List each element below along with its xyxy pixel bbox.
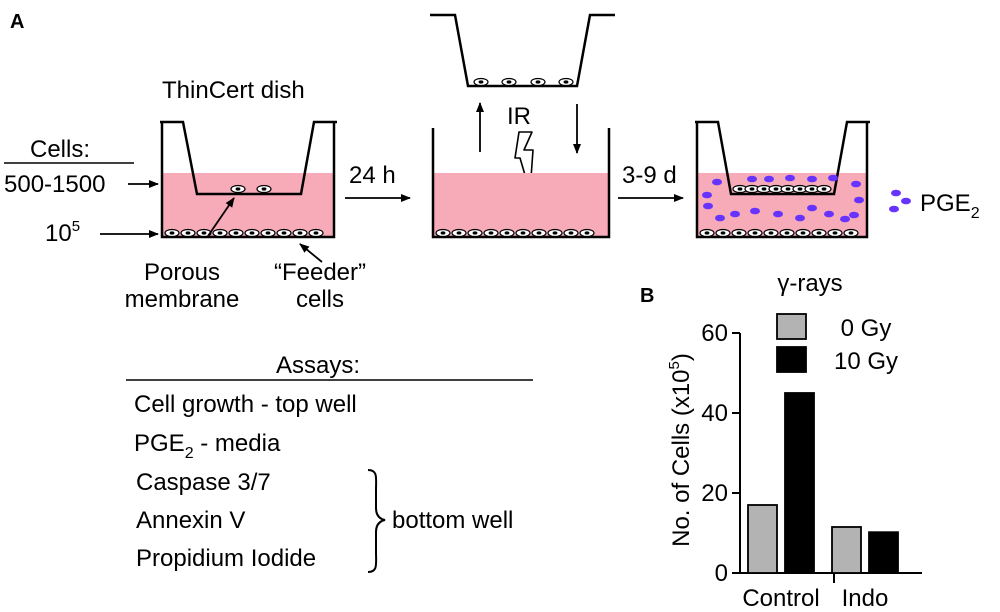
pge2-legend-dots [889,189,911,213]
feeder-label-2: cells [296,286,344,313]
y-tick-label: 40 [701,400,728,427]
ir-label: IR [507,103,531,130]
bar-indo-0-gy [831,526,862,574]
bar-control-10-gy [784,392,815,574]
assay-cell-growth: Cell growth - top well [134,391,357,418]
top-cell-count: 500-1500 [4,171,105,198]
media-3 [697,173,867,237]
bar-control-0-gy [747,504,778,574]
media-2 [433,173,609,237]
y-axis-label: No. of Cells (x105) [666,353,695,547]
bottom-cell-count: 105 [45,218,80,247]
legend-swatch-0-gy [776,313,807,340]
chart-title: γ-rays [777,270,842,297]
legend-swatch-10-gy [776,346,807,373]
x-tick-label-indo: Indo [842,585,889,612]
confluent-insert-cells [732,184,832,194]
legend-label-0-gy: 0 Gy [841,315,892,342]
pge2-dots [702,174,864,223]
panel-b-label: B [640,285,654,307]
assay-caspase: Caspase 3/7 [136,469,271,496]
assay-annexin: Annexin V [136,507,245,534]
assay-propidium: Propidium Iodide [136,545,316,572]
bottom-well-2 [431,128,611,239]
bracket-label: bottom well [392,507,513,534]
bottom-well-bracket [367,469,386,573]
pge2-label: PGE2 [920,190,980,222]
thincert-dish-3 [695,120,870,239]
feeder-label-1: “Feeder” [274,259,366,286]
feeder-cells-arrow [299,243,323,263]
porous-label-1: Porous [144,259,220,286]
bar-indo-10-gy [868,531,899,574]
step1-label: 24 h [349,162,396,189]
assays-title: Assays: [276,352,360,379]
panel-a-label: A [10,11,24,33]
step2-label: 3-9 d [622,162,677,189]
thincert-dish-1 [160,120,337,239]
y-tick-label: 20 [701,480,728,507]
x-tick-label-control: Control [742,585,819,612]
legend-label-10-gy: 10 Gy [834,348,898,375]
porous-membrane-arrow [207,197,235,237]
porous-label-2: membrane [125,286,240,313]
y-tick-label: 0 [715,560,728,587]
assay-pge2: PGE2 - media [134,430,281,462]
lifted-insert [430,13,615,88]
dish-title: ThinCert dish [162,77,305,104]
media-1 [162,173,334,237]
cells-header: Cells: [30,136,90,163]
y-tick-label: 60 [701,320,728,347]
